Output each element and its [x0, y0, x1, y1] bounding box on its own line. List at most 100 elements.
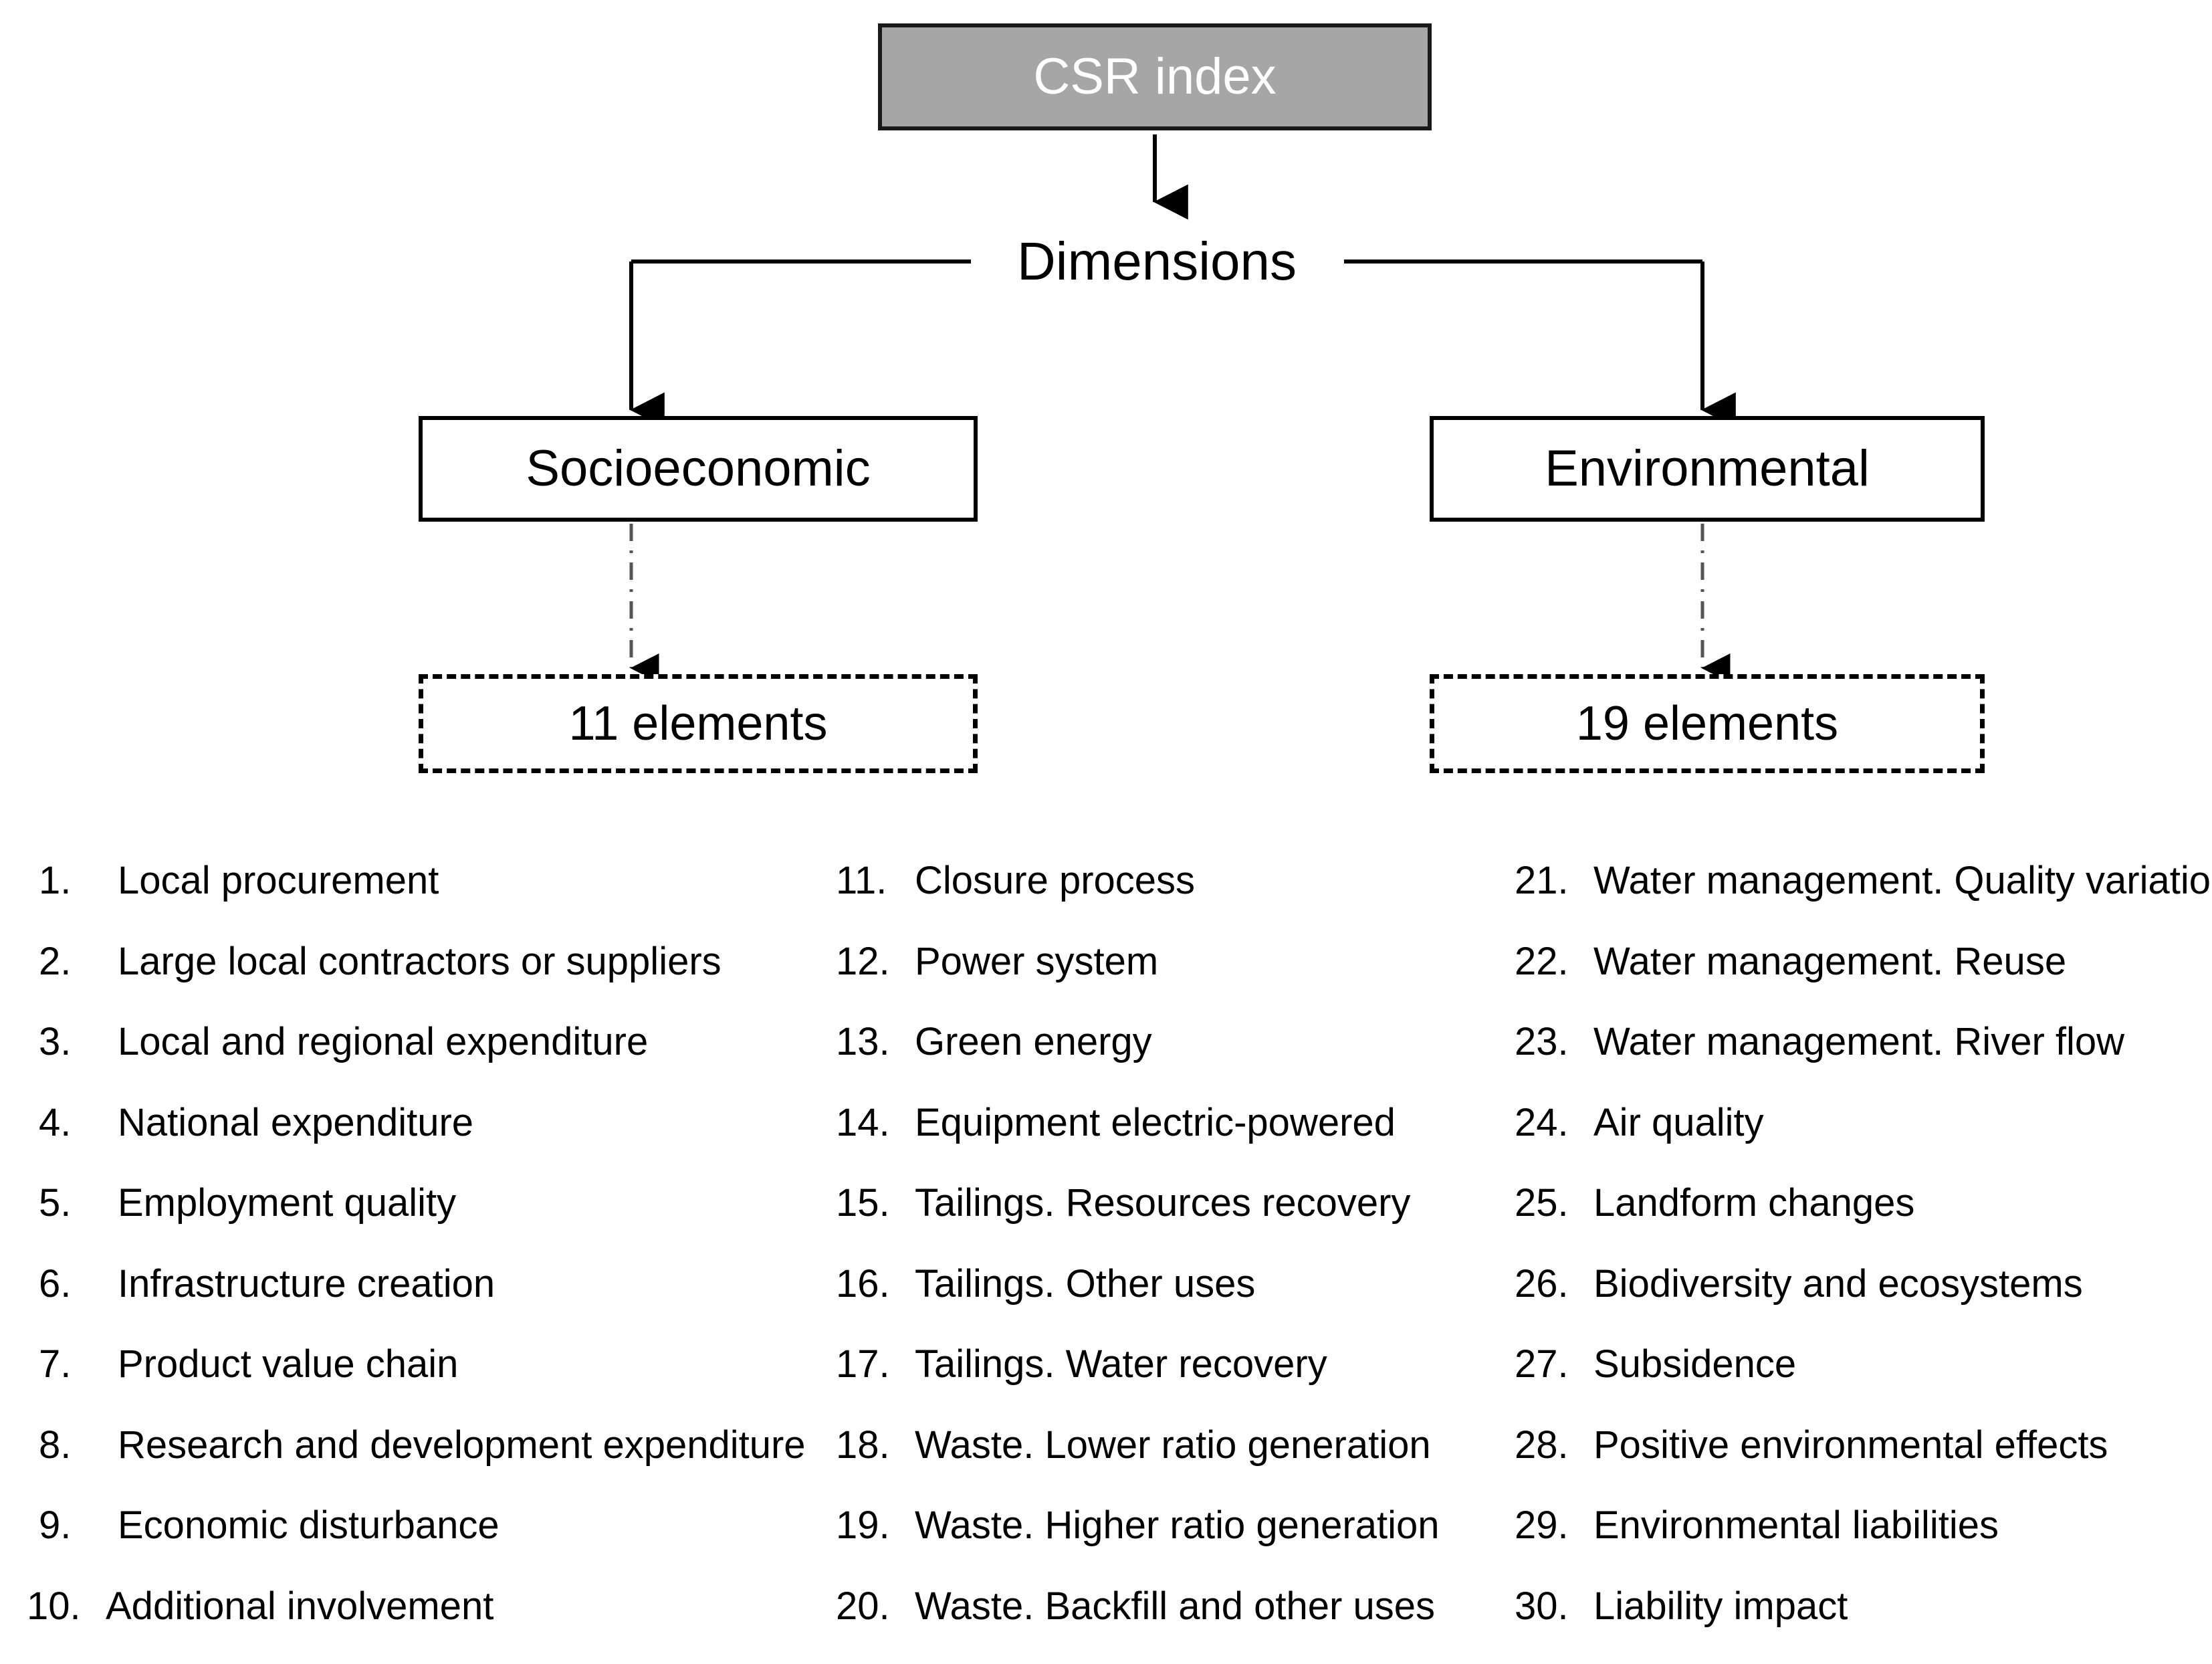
element-item-label: Liability impact — [1593, 1584, 1848, 1628]
node-dimensions-label: Dimensions — [1017, 231, 1297, 291]
element-item-label: Air quality — [1593, 1100, 1764, 1144]
element-list-item: 20. Waste. Backfill and other uses — [836, 1584, 1505, 1664]
element-lists: 1. Local procurement 2. Large local contrac… — [0, 858, 2212, 1664]
element-item-number: 11. — [836, 859, 887, 902]
element-item-number: 27. — [1515, 1342, 1569, 1386]
element-list-item: 5. Employment quality — [27, 1180, 816, 1261]
element-item-label: Positive environmental effects — [1593, 1423, 2108, 1467]
element-item-number: 14. — [836, 1100, 890, 1144]
element-item-label: Product value chain — [118, 1342, 459, 1386]
element-item-label: Local procurement — [118, 859, 439, 902]
element-list-item: 29. Environmental liabilities — [1515, 1503, 2210, 1584]
element-list-item: 8. Research and development expenditure — [27, 1423, 816, 1503]
element-item-number: 8. — [39, 1423, 72, 1467]
node-socioeconomic-elements-label: 11 elements — [568, 697, 828, 750]
element-item-number: 13. — [836, 1020, 890, 1063]
element-item-number: 18. — [836, 1423, 890, 1467]
element-list-item: 14. Equipment electric-powered — [836, 1100, 1505, 1181]
node-environmental-elements-label: 19 elements — [1575, 697, 1839, 750]
element-item-number: 10. — [27, 1584, 81, 1628]
element-item-number: 19. — [836, 1503, 890, 1547]
connector-lines — [629, 134, 1736, 684]
element-item-label: Water management. Reuse — [1593, 939, 2067, 983]
element-item-number: 5. — [39, 1181, 72, 1225]
element-item-label: Water management. Quality variation — [1593, 859, 2212, 902]
element-list-item: 15. Tailings. Resources recovery — [836, 1180, 1505, 1261]
element-item-label: Waste. Backfill and other uses — [915, 1584, 1435, 1628]
node-environmental-label: Environmental — [1545, 440, 1870, 497]
element-item-number: 15. — [836, 1181, 890, 1225]
element-list-item: 12.Power system — [836, 939, 1505, 1020]
element-item-number: 22. — [1515, 939, 1569, 983]
element-item-label: Tailings. Resources recovery — [915, 1181, 1411, 1225]
element-list-item: 22. Water management. Reuse — [1515, 939, 2210, 1020]
element-item-label: Additional involvement — [106, 1584, 494, 1628]
element-item-number: 6. — [39, 1261, 72, 1306]
node-environmental-elements-count[interactable]: 19 elements — [1430, 674, 1985, 773]
node-socioeconomic-elements-count[interactable]: 11 elements — [419, 674, 978, 773]
element-list-item: 17.Tailings. Water recovery — [836, 1342, 1505, 1423]
element-item-number: 25. — [1515, 1181, 1569, 1225]
element-item-label: Research and development expenditure — [118, 1423, 806, 1467]
element-item-label: Closure process — [915, 859, 1196, 902]
element-list-item: 3. Local and regional expenditure — [27, 1019, 816, 1100]
element-item-label: National expenditure — [118, 1100, 474, 1144]
element-item-number: 28. — [1515, 1423, 1569, 1467]
element-list-item: 28. Positive environmental effects — [1515, 1423, 2210, 1503]
element-item-label: Power system — [915, 939, 1159, 983]
element-item-number: 26. — [1515, 1261, 1569, 1306]
element-item-number: 23. — [1515, 1020, 1569, 1063]
hierarchy-diagram: CSR index Dimensions Socioeconomic Envir… — [0, 0, 2212, 823]
node-csr-index-label: CSR index — [1033, 48, 1277, 105]
element-list-item: 4. National expenditure — [27, 1100, 816, 1181]
element-item-number: 20. — [836, 1584, 890, 1628]
element-item-number: 9. — [39, 1503, 72, 1547]
element-item-number: 29. — [1515, 1503, 1569, 1547]
element-item-label: Equipment electric-powered — [915, 1100, 1396, 1144]
element-list-item: 21. Water management. Quality variation — [1515, 858, 2212, 939]
node-environmental[interactable]: Environmental — [1430, 416, 1985, 522]
element-item-number: 3. — [39, 1020, 72, 1063]
element-list-item: 2. Large local contractors or suppliers — [27, 939, 816, 1020]
element-item-number: 7. — [39, 1342, 72, 1386]
element-list-column-1: 1. Local procurement 2. Large local contrac… — [27, 858, 816, 1664]
element-item-number: 24. — [1515, 1100, 1569, 1144]
element-item-label: Local and regional expenditure — [118, 1020, 649, 1063]
element-item-number: 17. — [836, 1342, 890, 1386]
element-item-number: 2. — [39, 939, 72, 983]
node-socioeconomic[interactable]: Socioeconomic — [419, 416, 978, 522]
element-item-label: Employment quality — [118, 1181, 457, 1225]
element-item-number: 16. — [836, 1261, 890, 1306]
element-list-item: 23. Water management. River flow — [1515, 1019, 2210, 1100]
element-list-item: 18. Waste. Lower ratio generation — [836, 1423, 1505, 1503]
element-item-label: Landform changes — [1593, 1181, 1915, 1225]
element-item-label: Waste. Lower ratio generation — [915, 1423, 1431, 1467]
element-item-label: Infrastructure creation — [118, 1261, 495, 1306]
element-list-item: 13. Green energy — [836, 1019, 1505, 1100]
element-item-number: 21. — [1515, 859, 1569, 902]
element-list-item: 11. Closure process — [836, 858, 1505, 939]
element-item-label: Green energy — [915, 1020, 1152, 1063]
element-item-label: Tailings. Other uses — [915, 1261, 1256, 1306]
node-csr-index[interactable]: CSR index — [878, 23, 1432, 130]
element-item-number: 30. — [1515, 1584, 1569, 1628]
element-item-label: Economic disturbance — [118, 1503, 500, 1547]
element-list-item: 6. Infrastructure creation — [27, 1261, 816, 1342]
element-item-number: 4. — [39, 1100, 72, 1144]
element-item-number: 1. — [39, 859, 72, 902]
element-list-item: 10. Additional involvement — [27, 1584, 816, 1664]
element-list-item: 16. Tailings. Other uses — [836, 1261, 1505, 1342]
element-list-item: 26. Biodiversity and ecosystems — [1515, 1261, 2210, 1342]
element-item-label: Subsidence — [1593, 1342, 1797, 1386]
element-item-label: Large local contractors or suppliers — [118, 939, 722, 983]
element-list-item: 9. Economic disturbance — [27, 1503, 816, 1584]
element-list-column-3: 21. Water management. Quality variation 22… — [1515, 858, 2212, 1664]
element-item-label: Waste. Higher ratio generation — [915, 1503, 1440, 1547]
element-list-item: 7. Product value chain — [27, 1342, 816, 1423]
element-item-label: Environmental liabilities — [1593, 1503, 1999, 1547]
element-list-item: 27. Subsidence — [1515, 1342, 2210, 1423]
element-list-item: 19. Waste. Higher ratio generation — [836, 1503, 1505, 1584]
element-item-label: Water management. River flow — [1593, 1020, 2125, 1063]
element-item-label: Biodiversity and ecosystems — [1593, 1261, 2083, 1306]
